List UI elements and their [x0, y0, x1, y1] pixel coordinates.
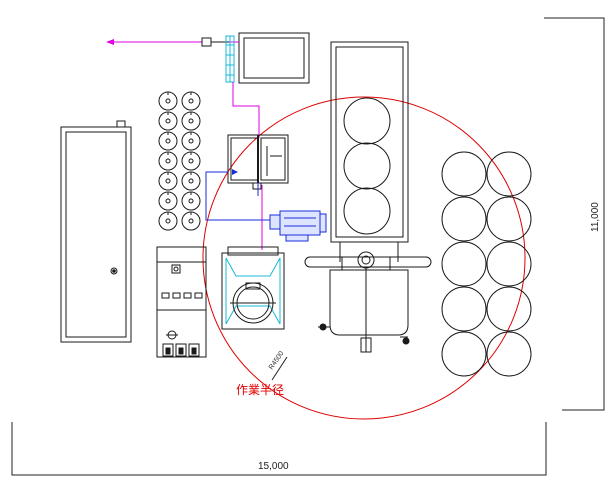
work-radius-circle: [202, 96, 526, 420]
gas-cylinder: [181, 211, 201, 231]
gas-cylinder: [158, 151, 178, 171]
right-circle-array: [441, 151, 532, 377]
width-dimension: [11, 422, 547, 476]
storage-circle: [486, 151, 532, 197]
gas-cylinder: [181, 171, 201, 191]
work-radius-label: 作業半径: [236, 383, 284, 397]
rig-base: [304, 251, 432, 353]
radius-leader-line: [271, 356, 288, 381]
storage-circle: [486, 286, 532, 332]
storage-circle: [486, 196, 532, 242]
gas-cylinder: [158, 171, 178, 191]
radius-label: R4500: [268, 350, 286, 371]
storage-circle: [486, 241, 532, 287]
pump-motor: [269, 210, 327, 242]
gas-cylinder: [181, 91, 201, 111]
height-dimension: [544, 17, 605, 411]
storage-circle: [441, 151, 487, 197]
drum-machine: [221, 246, 285, 330]
storage-circle: [441, 196, 487, 242]
cylinder-rack: [158, 91, 201, 231]
cyan-fittings: [225, 35, 235, 83]
mixer-unit: [227, 134, 289, 190]
control-panel: [156, 246, 207, 358]
gas-cylinder: [158, 211, 178, 231]
gas-cylinder: [181, 131, 201, 151]
gas-cylinder: [181, 151, 201, 171]
hopper-unit: [330, 41, 409, 262]
blue-pipe: [205, 169, 272, 221]
vertical-magenta-pipe: [232, 82, 263, 250]
gas-cylinder: [181, 111, 201, 131]
storage-circle: [441, 331, 487, 377]
storage-circle: [486, 331, 532, 377]
gas-cylinder: [158, 191, 178, 211]
storage-circle: [441, 286, 487, 332]
outlet-pipe: [106, 37, 239, 47]
gas-cylinder: [181, 191, 201, 211]
width-dimension-label: 15,000: [258, 461, 289, 472]
instrument-box: [238, 32, 310, 84]
height-dimension-label: 11,000: [590, 202, 601, 232]
gas-cylinder: [158, 131, 178, 151]
storage-circle: [441, 241, 487, 287]
gas-cylinder: [158, 111, 178, 131]
left-tank: [60, 120, 132, 343]
gas-cylinder: [158, 91, 178, 111]
